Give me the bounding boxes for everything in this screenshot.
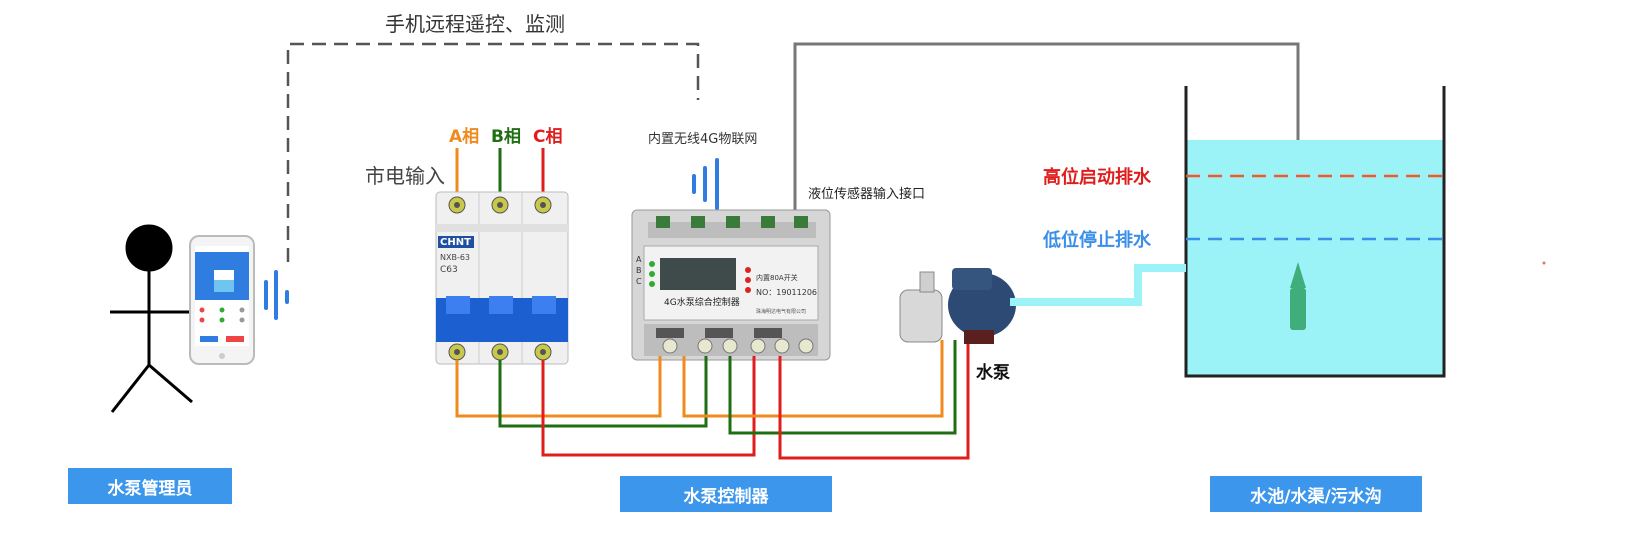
low-level-label: 低位停止排水 <box>1043 230 1151 251</box>
phase-b-label: B相 <box>491 127 521 147</box>
controller-phase-b: B <box>636 266 642 275</box>
remote-control-label: 手机远程遥控、监测 <box>385 12 565 36</box>
controller-serial: NO：19011206 <box>756 288 817 297</box>
pool-badge: 水池/水渠/污水沟 <box>1210 476 1422 512</box>
builtin-4g-label: 内置无线4G物联网 <box>648 132 758 147</box>
controller-phase-c: C <box>636 277 642 286</box>
phase-a-label: A相 <box>449 127 480 147</box>
phone-signal-icon <box>264 270 289 320</box>
sensor-port-label: 液位传感器输入接口 <box>808 187 926 202</box>
breaker-rating: C63 <box>440 265 458 275</box>
decorative-dot <box>1542 261 1546 265</box>
power-wiring <box>455 340 970 460</box>
water-pool <box>1184 86 1446 378</box>
controller-badge: 水泵控制器 <box>620 476 832 512</box>
controller-phase-a: A <box>636 255 642 264</box>
breaker-brand: CHNT <box>440 237 471 248</box>
pump-controller-device <box>631 209 831 361</box>
breaker-model: NXB-63 <box>440 253 470 262</box>
level-sensor-icon <box>1290 262 1306 330</box>
circuit-breaker <box>435 191 569 365</box>
admin-figure <box>110 224 193 413</box>
pump-pipe <box>1010 264 1186 306</box>
water-pump <box>899 268 1016 344</box>
admin-badge: 水泵管理员 <box>68 468 232 504</box>
controller-builtin-switch: 内置80A开关 <box>756 273 798 282</box>
phase-c-label: C相 <box>533 127 563 147</box>
mains-input-label: 市电输入 <box>365 164 445 188</box>
controller-name: 4G水泵综合控制器 <box>664 296 740 308</box>
high-level-label: 高位启动排水 <box>1043 167 1151 188</box>
remote-link-dashed-line <box>286 42 700 262</box>
controller-maker: 珠海明达电气有限公司 <box>756 308 806 315</box>
4g-signal-icon <box>692 158 719 210</box>
phone-icon <box>189 235 255 365</box>
pump-label: 水泵 <box>976 363 1010 383</box>
breaker-input-wires <box>455 148 545 198</box>
